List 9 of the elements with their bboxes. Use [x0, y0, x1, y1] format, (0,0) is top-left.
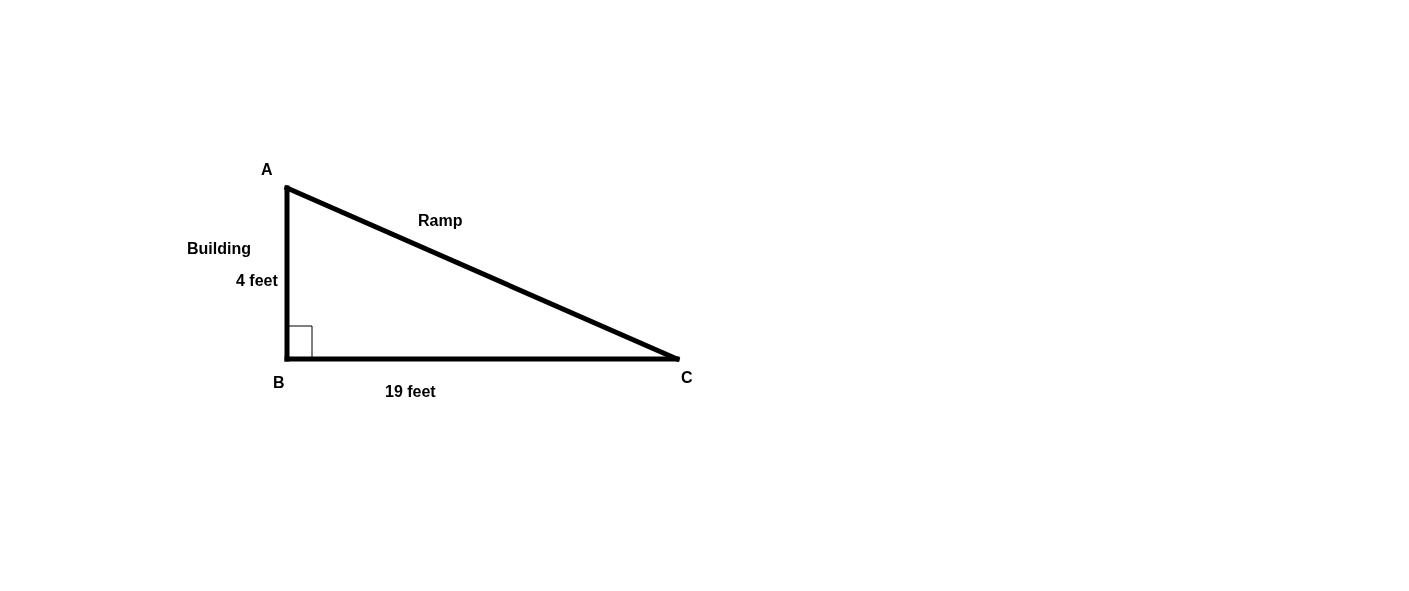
vertex-label: C [681, 369, 693, 387]
side-label: Ramp [418, 212, 463, 230]
triangle-side [284, 185, 680, 362]
vertex-label: B [273, 374, 285, 392]
dimension-label: 4 feet [236, 272, 278, 290]
side-label: Building [187, 240, 251, 258]
triangle-side [284, 356, 680, 362]
dimension-label: 19 feet [385, 383, 436, 401]
vertex-label: A [261, 161, 273, 179]
